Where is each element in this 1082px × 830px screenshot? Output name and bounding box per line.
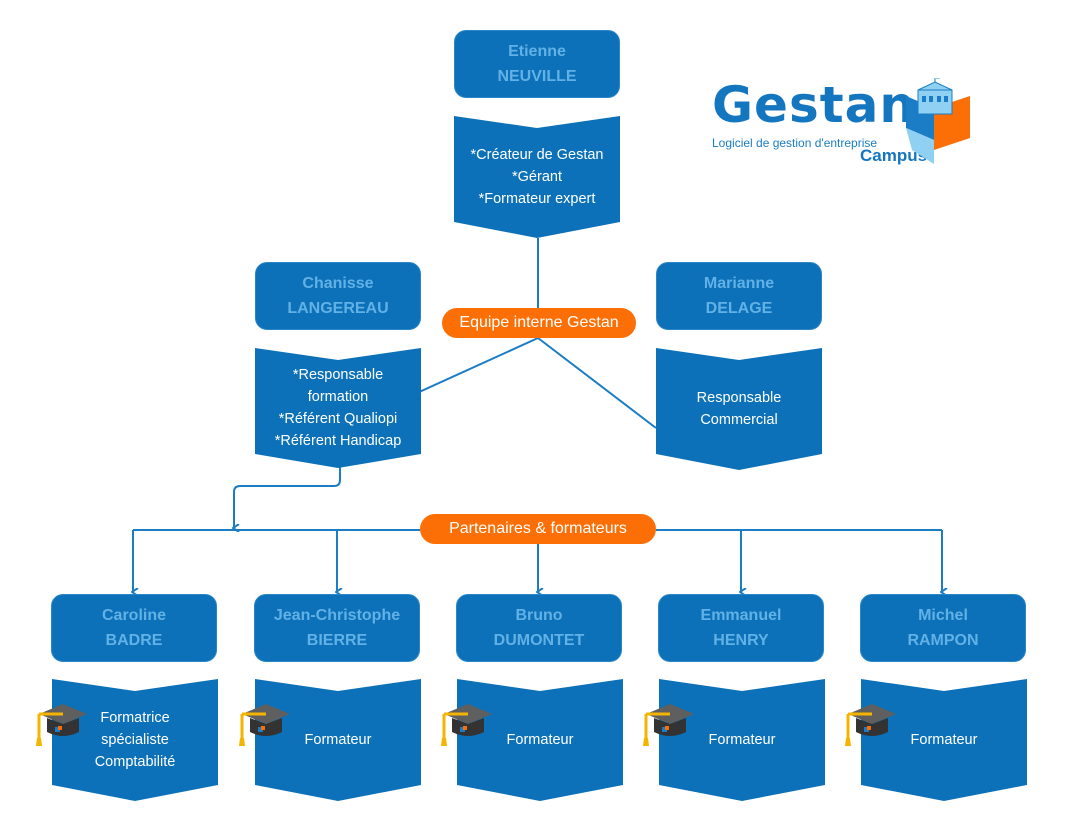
first-name: Emmanuel [700,607,782,624]
first-name: Jean-Christophe [273,607,401,624]
group-pill-internal: Equipe interne Gestan [442,308,636,338]
connector-chanisse-to-partners [234,466,341,528]
logo-tagline: Logiciel de gestion d'entreprise [712,136,878,150]
role-line: *Responsable [292,367,384,383]
chevron-shape [454,116,620,238]
last-name: DELAGE [705,300,773,317]
name-box-marianne-delage: Marianne DELAGE [656,262,822,330]
role-line: *Référent Handicap [274,433,402,449]
role-box-marianne-delage: Responsable Commercial [656,348,822,470]
role-box-bruno-dumontet: Formateur [457,679,623,801]
gestan-campus-logo: Gestan Logiciel de gestion d'entreprise … [708,74,978,174]
chevron-shape [656,348,822,470]
first-name: Marianne [703,275,775,292]
group-pill-partners: Partenaires & formateurs [420,514,656,544]
last-name: BADRE [105,632,163,649]
role-line: *Gérant [512,169,562,185]
role-box-etienne-neuville: *Créateur de Gestan *Gérant *Formateur e… [454,116,620,238]
chevron-shape [861,679,1027,801]
chevron-shape [52,679,218,801]
role-line: *Référent Qualiopi [278,411,398,427]
role-line: *Formateur expert [478,191,596,207]
last-name: BIERRE [306,632,368,649]
role-line: Formateur [304,732,372,748]
role-line: formation [307,389,369,405]
first-name: Etienne [508,43,566,60]
last-name: RAMPON [907,632,979,649]
logo-campus-label: Campus [860,146,928,165]
school-building-icon [906,78,970,164]
first-name: Chanisse [302,275,374,292]
graduation-cap-icon [844,700,896,748]
last-name: LANGEREAU [287,300,389,317]
first-name: Bruno [515,607,563,624]
graduation-cap-icon [35,700,87,748]
graduation-cap-icon [440,700,492,748]
name-box-chanisse-langereau: Chanisse LANGEREAU [255,262,421,330]
first-name: Michel [918,607,968,624]
role-line: Formateur [910,732,978,748]
logo-wordmark: Gestan [712,76,916,134]
last-name: DUMONTET [493,632,585,649]
role-line: *Créateur de Gestan [470,147,604,163]
first-name: Caroline [101,607,166,624]
role-box-michel-rampon: Formateur [861,679,1027,801]
chevron-shape [659,679,825,801]
role-box-jean-christophe-bierre: Formateur [255,679,421,801]
role-line: Formateur [506,732,574,748]
connector-internal-to-marianne [537,337,657,429]
role-line: Formatrice [100,710,170,726]
role-line: Formateur [708,732,776,748]
role-line: Commercial [700,412,778,428]
role-line: Comptabilité [94,754,176,770]
name-box-etienne-neuville: Etienne NEUVILLE [454,30,620,98]
graduation-cap-icon [238,700,290,748]
role-line: Responsable [696,390,782,406]
role-box-emmanuel-henry: Formateur [659,679,825,801]
chevron-shape [255,348,421,468]
chevron-shape [255,679,421,801]
role-line: spécialiste [101,732,169,748]
last-name: HENRY [713,632,769,649]
last-name: NEUVILLE [497,68,577,85]
chevron-shape [457,679,623,801]
role-box-chanisse-langereau: *Responsable formation *Référent Qualiop… [255,348,421,468]
graduation-cap-icon [642,700,694,748]
